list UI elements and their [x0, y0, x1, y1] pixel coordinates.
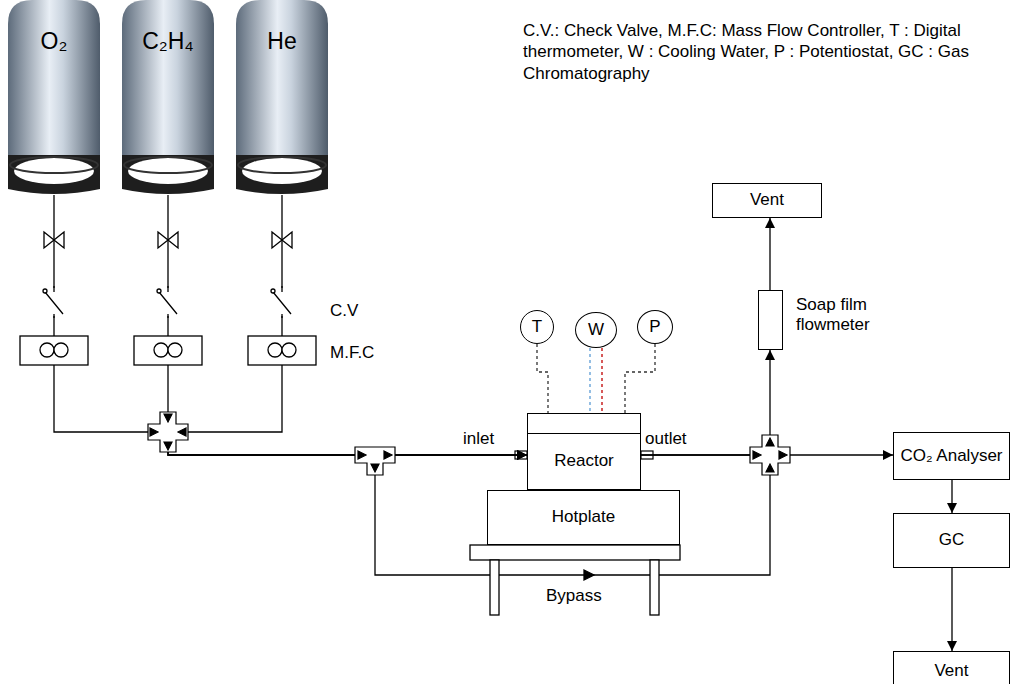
reactor-lid	[528, 414, 640, 434]
gas-line	[952, 480, 953, 513]
gas-line	[952, 568, 953, 651]
node-label: W	[588, 320, 604, 340]
vent-box: Vent	[893, 651, 1010, 684]
gas-line	[770, 218, 771, 290]
shutoff-valves	[44, 232, 292, 248]
node-label: GC	[939, 530, 965, 550]
mass-flow-controllers	[20, 336, 316, 365]
gas-line	[54, 195, 527, 455]
node-label: P	[649, 317, 660, 337]
check-valves	[43, 286, 291, 318]
gas-line	[168, 195, 527, 455]
gas-cylinder: C₂H₄	[122, 0, 214, 195]
gas-line	[641, 350, 770, 455]
line-label: Bypass	[546, 585, 602, 606]
outlet-cross	[750, 435, 790, 475]
connector-path	[641, 350, 770, 455]
reactor-box: Reactor	[527, 413, 641, 490]
port-label: inlet	[463, 428, 494, 449]
potentiostat-gauge: P	[637, 310, 673, 344]
splitter-tee	[355, 447, 395, 475]
node-label: Vent	[934, 661, 968, 681]
abbreviation-note: C.V.: Check Valve, M.F.C: Mass Flow Cont…	[523, 20, 1003, 84]
mixing-cross	[148, 412, 188, 452]
node-heading: Soap film flowmeter	[796, 295, 896, 336]
node-label: CO₂ Analyser	[900, 446, 1002, 466]
connector-path	[625, 344, 655, 413]
connector-path	[951, 480, 952, 513]
vent-box: Vent	[712, 183, 822, 218]
connector-path	[769, 218, 770, 290]
flowmeter-tube: Soap film flowmeter	[758, 290, 783, 350]
cooling-water-gauge: W	[575, 312, 617, 348]
gas-cylinder: He	[236, 0, 328, 195]
signal-line	[537, 344, 548, 413]
gas-line	[168, 195, 527, 455]
gas-cylinder: O₂	[8, 0, 100, 195]
hotplate-stand	[470, 545, 680, 615]
node-label: Reactor	[554, 451, 614, 471]
port-label: outlet	[645, 428, 687, 449]
node-label: C₂H₄	[142, 28, 194, 56]
node-label: T	[532, 317, 542, 337]
node-label: He	[267, 28, 296, 56]
hotplate-box: Hotplate	[487, 490, 680, 545]
analyser-box: CO₂ Analyser	[893, 432, 1010, 480]
connector-path	[601, 348, 602, 413]
connector-path	[168, 195, 527, 455]
node-label: Vent	[750, 190, 784, 210]
bypass-line	[375, 475, 770, 580]
connector-path	[951, 568, 952, 651]
signal-line	[590, 348, 602, 413]
connector-path	[168, 195, 527, 455]
part-label: M.F.C	[330, 342, 374, 363]
connector-path	[589, 348, 590, 413]
thermometer-gauge: T	[520, 310, 554, 344]
part-label: C.V	[330, 300, 358, 321]
node-label: O₂	[41, 28, 68, 56]
gc-box: GC	[893, 513, 1010, 568]
connector-path	[54, 195, 527, 455]
signal-line	[625, 344, 655, 413]
node-label: Hotplate	[552, 507, 615, 527]
connector-path	[537, 344, 548, 413]
